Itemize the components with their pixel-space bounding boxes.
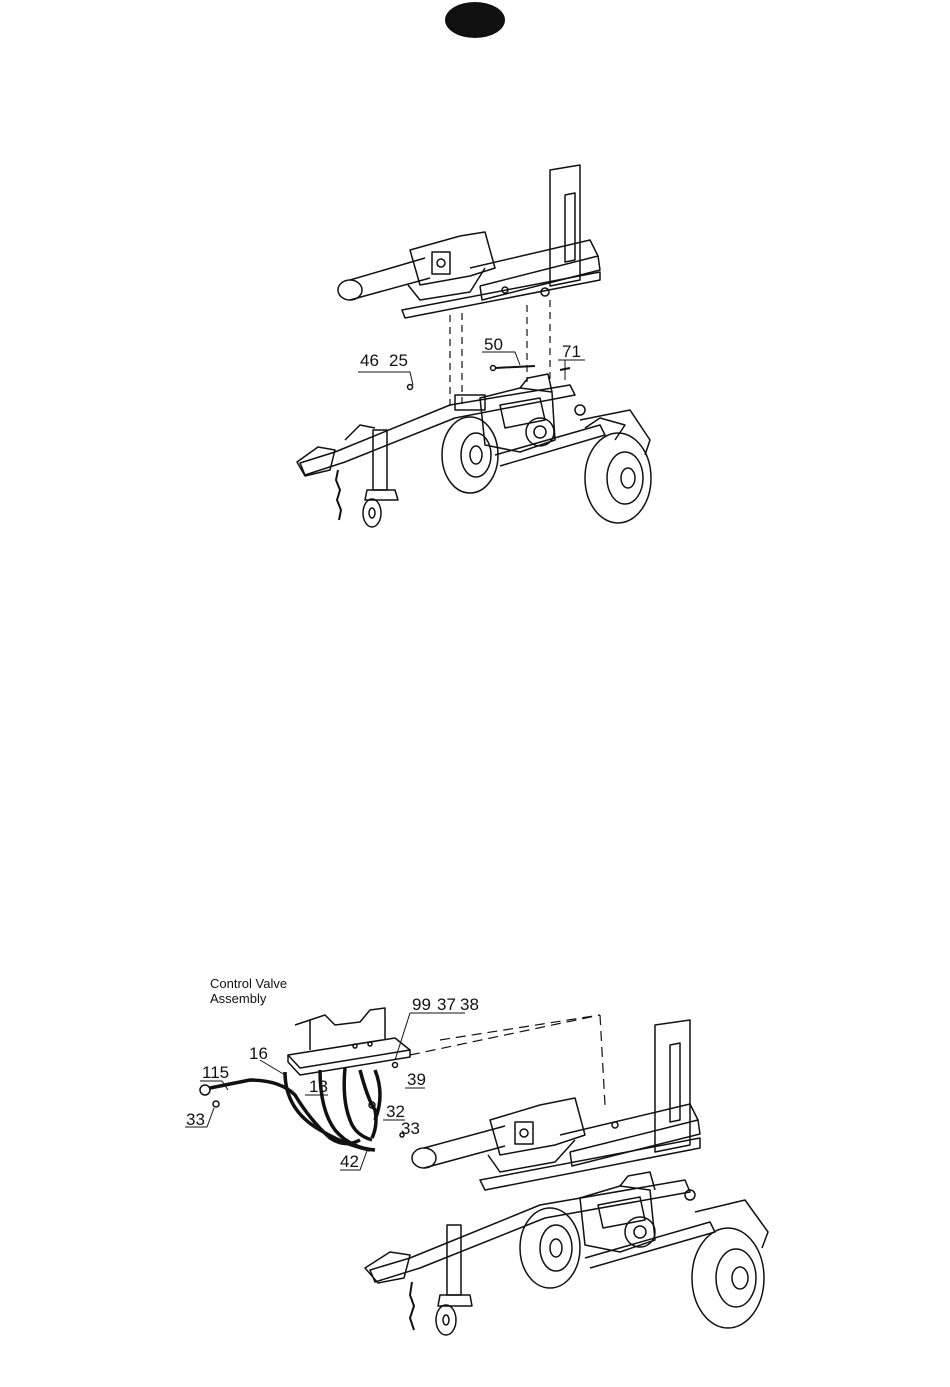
control-valve-assembly [200,1008,410,1150]
beam-assembly [338,165,600,318]
callout-50: 50 [484,336,503,353]
callout-33-right: 33 [401,1120,420,1137]
callout-25: 25 [389,352,408,369]
chassis [297,374,651,527]
callout-42: 42 [340,1153,359,1170]
callout-33-left: 33 [186,1111,205,1128]
callout-32: 32 [386,1103,405,1120]
control-valve-title-line-2: Assembly [210,992,266,1006]
bolt-50 [491,366,536,371]
control-valve-title-line-1: Control Valve [210,977,287,991]
callout-39: 39 [407,1071,426,1088]
callout-99: 99 [412,996,431,1013]
callout-13: 13 [309,1078,328,1095]
callout-16: 16 [249,1045,268,1062]
beam-and-chassis [365,1020,768,1335]
callout-71: 71 [562,343,581,360]
callout-38: 38 [460,996,479,1013]
callout-115: 115 [202,1064,229,1081]
figure-1-drawing [0,0,950,560]
callout-37: 37 [437,996,456,1013]
callout-46: 46 [360,352,379,369]
